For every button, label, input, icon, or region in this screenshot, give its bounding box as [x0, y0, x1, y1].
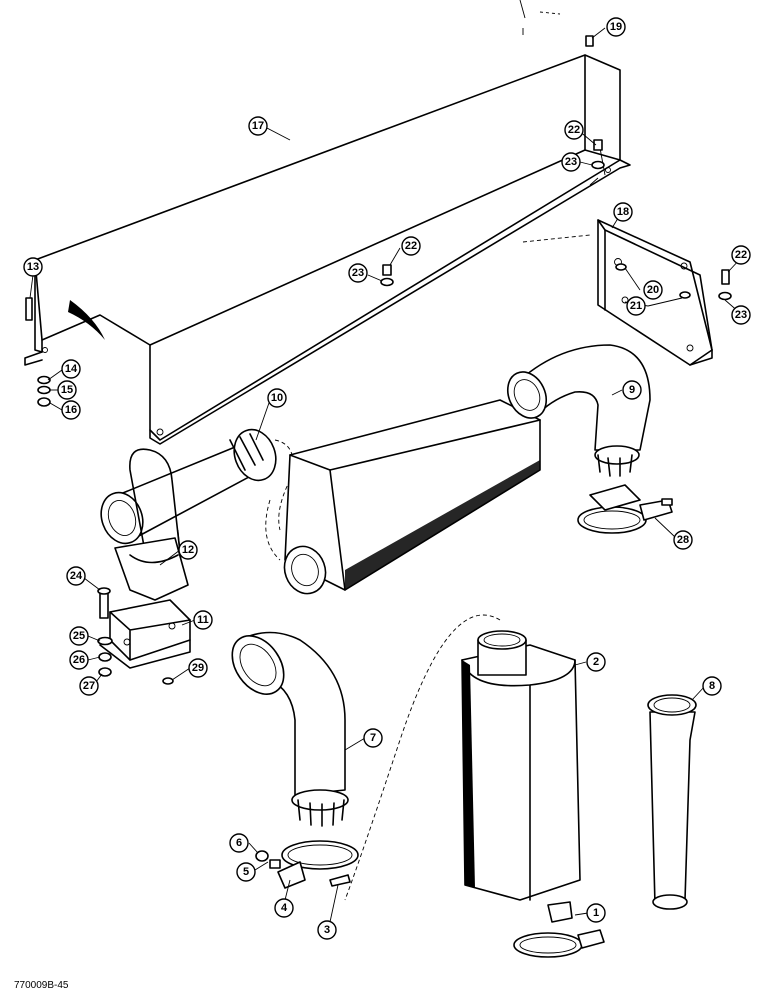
vertical-muffler — [344, 614, 581, 901]
svg-text:21: 21 — [630, 300, 642, 312]
svg-text:22: 22 — [735, 249, 747, 261]
svg-text:17: 17 — [252, 120, 264, 132]
horizontal-muffler — [265, 399, 541, 595]
svg-text:23: 23 — [735, 309, 747, 321]
callout-6: 6 — [229, 833, 249, 853]
callout-27: 27 — [79, 676, 99, 696]
callout-5: 5 — [236, 862, 256, 882]
callout-22b: 22 — [401, 236, 421, 256]
figure-id: 770009B-45 — [14, 980, 69, 991]
svg-text:3: 3 — [324, 924, 330, 936]
svg-text:20: 20 — [647, 284, 659, 296]
callout-22a: 22 — [564, 120, 584, 140]
callout-1: 1 — [586, 903, 606, 923]
callout-11: 11 — [193, 610, 213, 630]
callout-22c: 22 — [731, 245, 751, 265]
svg-text:9: 9 — [629, 384, 635, 396]
callout-24: 24 — [66, 566, 86, 586]
svg-text:25: 25 — [73, 630, 85, 642]
callout-12: 12 — [178, 540, 198, 560]
svg-text:18: 18 — [617, 206, 629, 218]
intake-pipe — [100, 428, 294, 545]
callout-14: 14 — [61, 359, 81, 379]
callout-2: 2 — [586, 652, 606, 672]
u-bolt-saddle — [114, 448, 189, 601]
callout-17: 17 — [248, 116, 268, 136]
svg-text:13: 13 — [27, 261, 39, 273]
svg-text:7: 7 — [370, 732, 376, 744]
muffler-band-clamp — [513, 901, 605, 958]
svg-text:22: 22 — [405, 240, 417, 252]
callout-8: 8 — [702, 676, 722, 696]
callout-18: 18 — [613, 202, 633, 222]
stack-band-clamp — [255, 840, 359, 889]
svg-text:19: 19 — [610, 21, 622, 33]
svg-text:15: 15 — [61, 384, 73, 396]
svg-text:24: 24 — [70, 570, 83, 582]
tailpipe — [647, 694, 697, 910]
callout-15: 15 — [57, 380, 77, 400]
curved-exhaust-stack — [231, 631, 349, 827]
svg-text:5: 5 — [243, 866, 249, 878]
svg-text:12: 12 — [182, 544, 194, 556]
callout-23c: 23 — [731, 305, 751, 325]
bracket-fasteners — [97, 587, 174, 685]
svg-text:28: 28 — [677, 534, 689, 546]
svg-text:14: 14 — [65, 363, 78, 375]
svg-text:4: 4 — [281, 902, 288, 914]
elbow-pipe — [506, 344, 651, 477]
clamp-bracket — [99, 599, 191, 669]
callout-21: 21 — [626, 296, 646, 316]
callout-20: 20 — [643, 280, 663, 300]
svg-text:11: 11 — [197, 614, 209, 626]
svg-text:10: 10 — [271, 392, 283, 404]
callout-28: 28 — [673, 530, 693, 550]
callout-23b: 23 — [348, 263, 368, 283]
svg-text:1: 1 — [593, 907, 599, 919]
svg-text:8: 8 — [709, 680, 715, 692]
svg-text:6: 6 — [236, 837, 242, 849]
callout-10: 10 — [267, 388, 287, 408]
callout-3: 3 — [317, 920, 337, 940]
callout-9: 9 — [622, 380, 642, 400]
svg-text:22: 22 — [568, 124, 580, 136]
elbow-band-clamp — [577, 484, 673, 534]
callout-25: 25 — [69, 626, 89, 646]
callout-4: 4 — [274, 898, 294, 918]
callout-13: 13 — [23, 257, 43, 277]
svg-text:16: 16 — [65, 404, 77, 416]
heat-shield-cover — [24, 0, 631, 445]
callout-29: 29 — [188, 658, 208, 678]
cover-fasteners — [25, 35, 732, 407]
callout-19: 19 — [606, 17, 626, 37]
callout-7: 7 — [363, 728, 383, 748]
svg-text:23: 23 — [352, 267, 364, 279]
callout-16: 16 — [61, 400, 81, 420]
svg-text:29: 29 — [192, 662, 204, 674]
svg-text:2: 2 — [593, 656, 599, 668]
callout-26: 26 — [69, 650, 89, 670]
svg-text:26: 26 — [73, 654, 85, 666]
callout-23a: 23 — [561, 152, 581, 172]
svg-text:23: 23 — [565, 156, 577, 168]
svg-text:27: 27 — [83, 680, 95, 692]
